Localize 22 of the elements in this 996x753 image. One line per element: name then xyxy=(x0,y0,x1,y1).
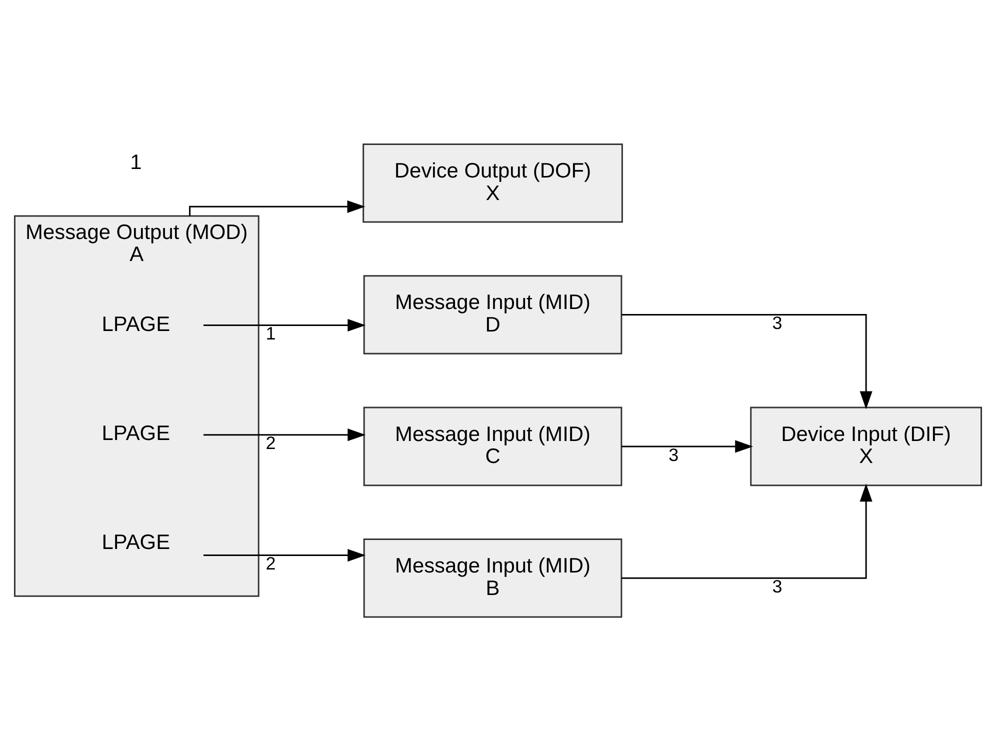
node-text: LPAGE xyxy=(102,422,170,446)
edge-label: 3 xyxy=(772,576,782,596)
node-text: LPAGE xyxy=(102,312,170,336)
node-box: Message Input (MID) C xyxy=(363,406,622,486)
arrow xyxy=(622,314,872,410)
node-box: Device Output (DOF) X xyxy=(362,143,623,223)
node-text: LPAGE xyxy=(102,531,170,554)
arrow xyxy=(622,440,754,453)
arrow xyxy=(622,484,872,579)
edge-label: 2 xyxy=(266,433,276,454)
arrow xyxy=(203,549,366,562)
label: 1 xyxy=(130,151,142,174)
edge-label: 3 xyxy=(772,313,782,334)
node-box: Device Input (DIF) X xyxy=(750,406,982,486)
node-box: Message Input (MID) D xyxy=(363,275,622,354)
arrow xyxy=(189,200,366,216)
arrow xyxy=(203,428,366,442)
edge-label: 2 xyxy=(266,554,276,574)
arrow xyxy=(203,318,366,332)
edge-label: 1 xyxy=(266,324,276,344)
node-box: Message Input (MID) B xyxy=(363,538,622,618)
edge-label: 3 xyxy=(668,444,679,465)
